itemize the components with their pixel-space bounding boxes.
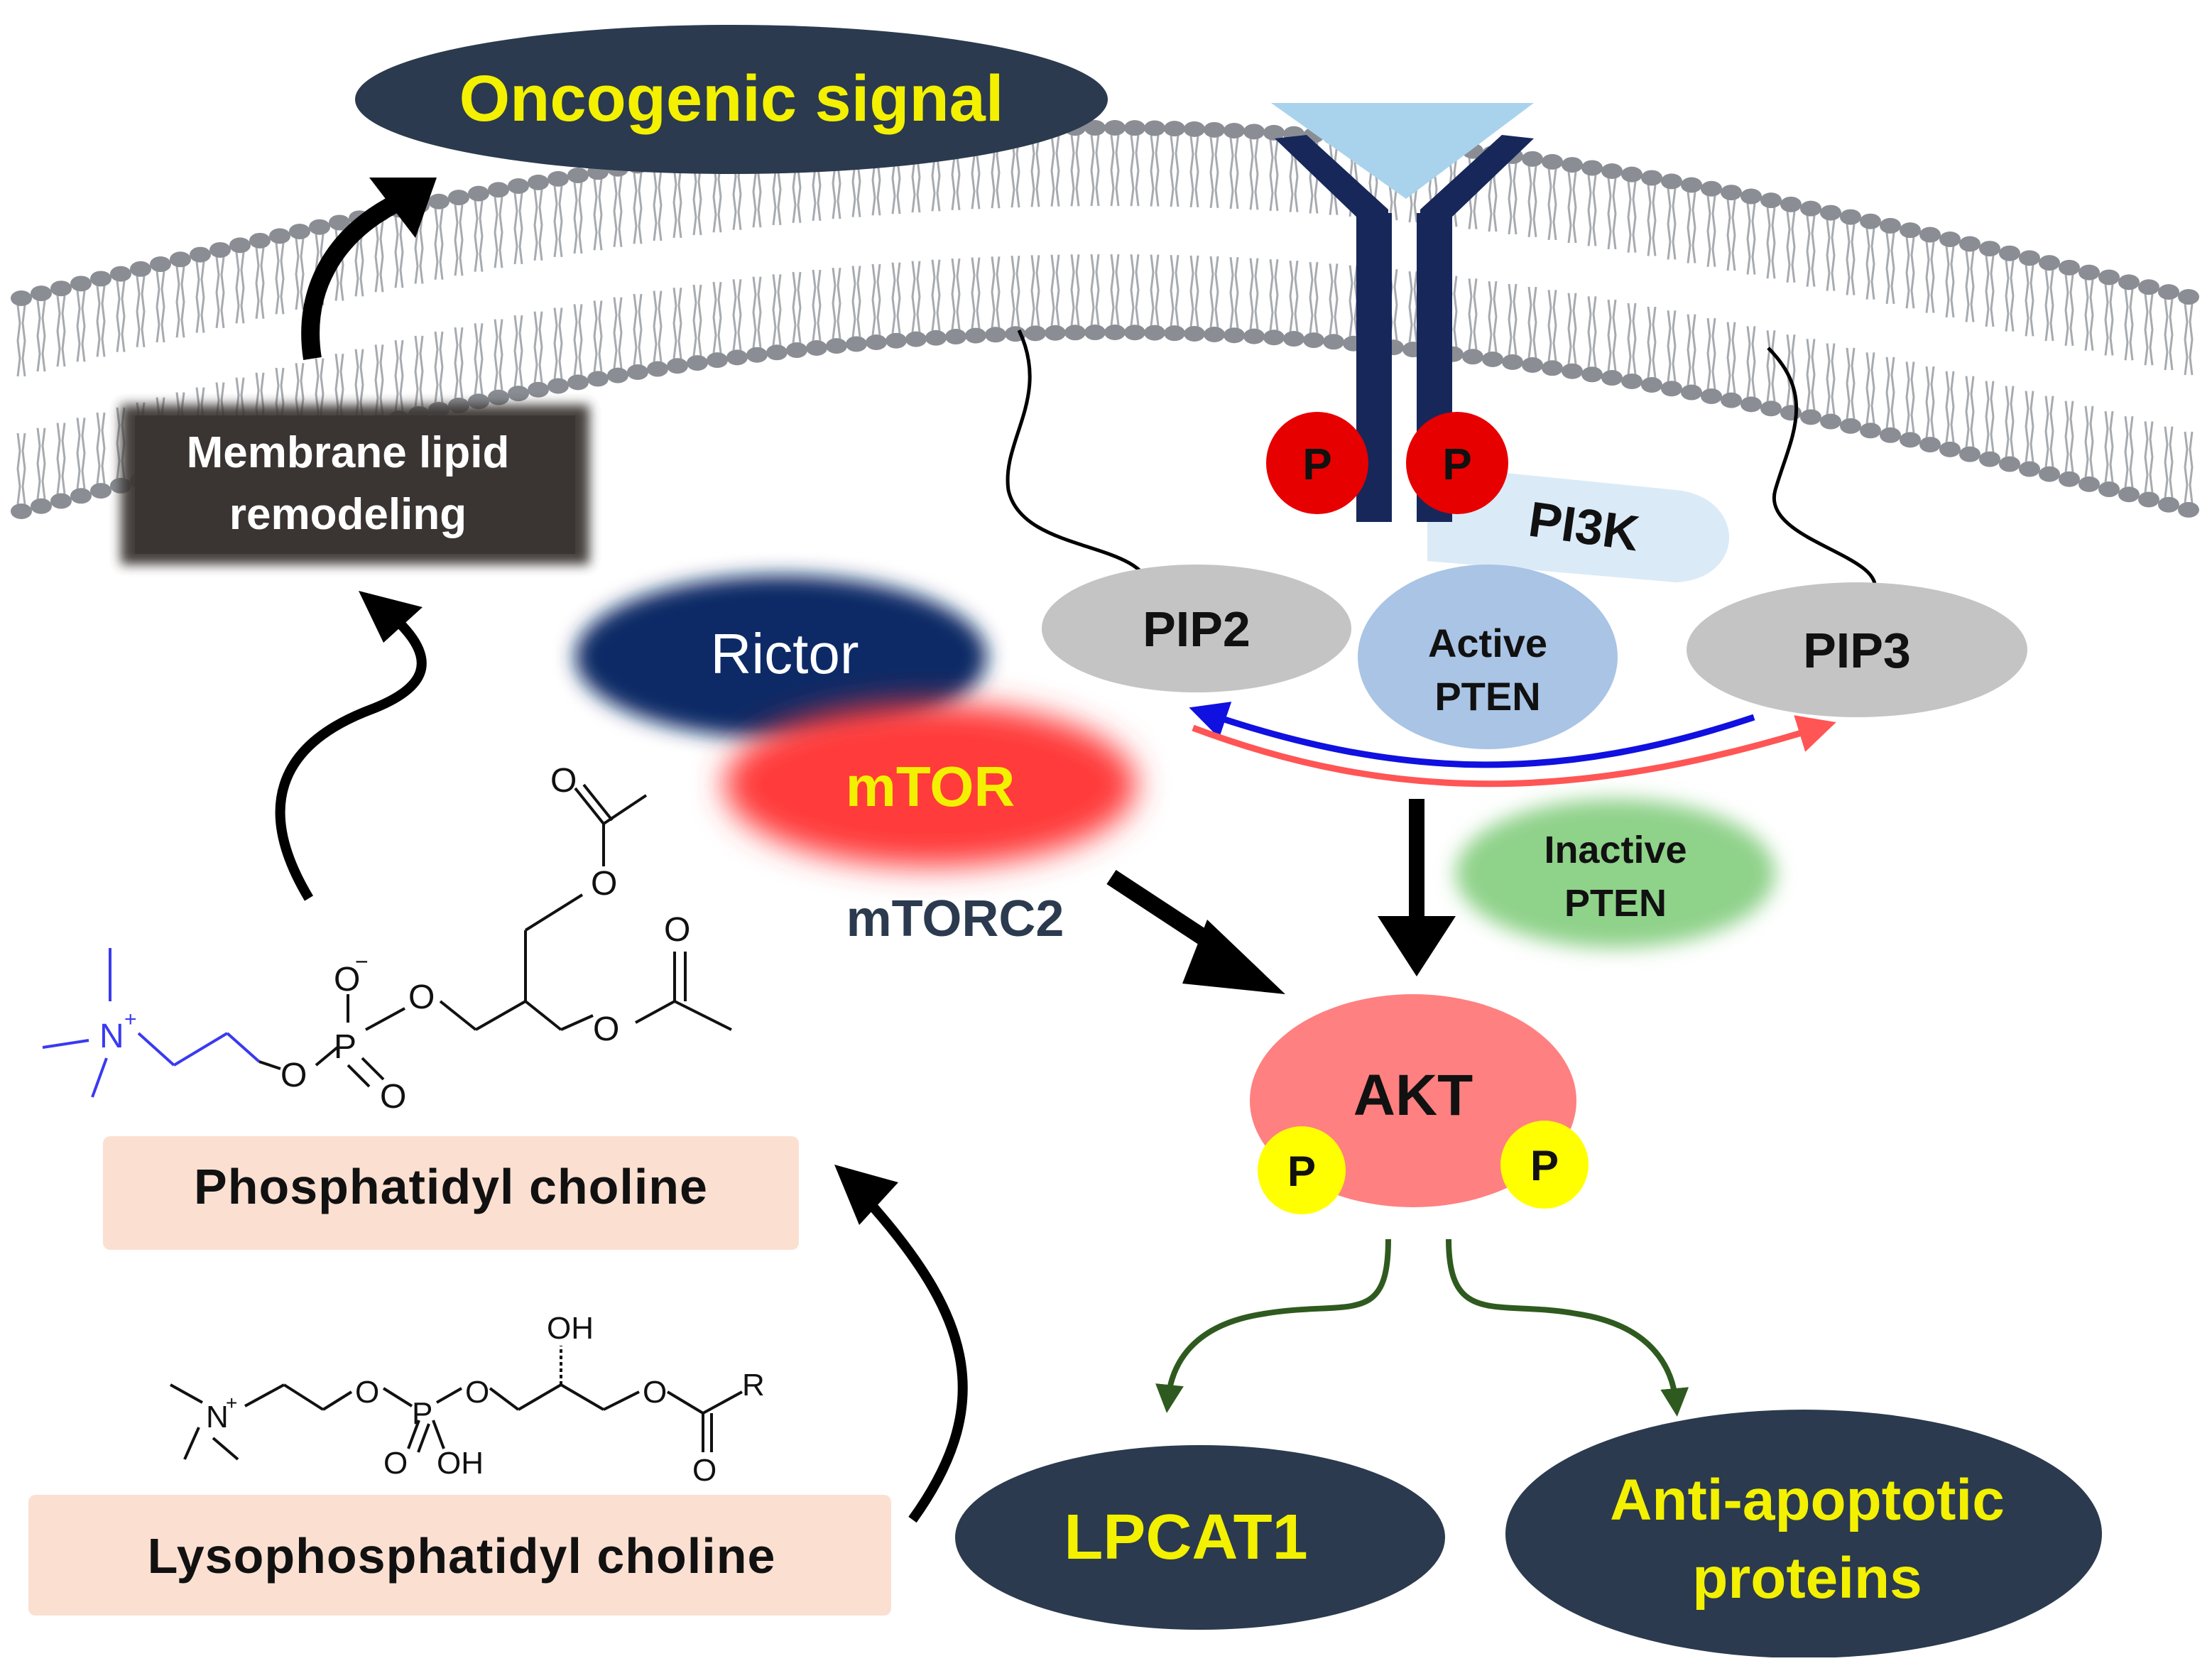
lpc-nitrogen: N — [206, 1400, 229, 1434]
pc-oxygen-sn2-carbonyl: O — [664, 911, 690, 949]
inactive-pten-node: Inactive PTEN — [1456, 799, 1775, 948]
oncogenic-signal-node: Oncogenic signal — [355, 25, 1108, 174]
lpc-oxygen-carbonyl: O — [692, 1453, 717, 1488]
phospho-label: P — [1442, 440, 1471, 489]
lpc-phosphorus: P — [412, 1396, 432, 1431]
akt-to-antiapoptotic-arrow — [1446, 1238, 1689, 1417]
oncogenic-signal-label: Oncogenic signal — [459, 62, 1004, 135]
mtor-label: mTOR — [846, 755, 1015, 818]
arrow-head-oncogenic — [369, 178, 437, 238]
lpc-oxygen-glycerol: O — [465, 1375, 489, 1410]
akt-phospho-left: P — [1258, 1126, 1346, 1214]
pip2-node: PIP2 — [1042, 565, 1351, 692]
membrane-lipid-label-line2: remodeling — [229, 490, 467, 539]
pc-nitrogen: N — [99, 1018, 124, 1055]
arrow-to-oncogenic-signal — [301, 194, 402, 361]
receptor-phospho-right: P — [1406, 412, 1508, 514]
akt-label: AKT — [1353, 1063, 1473, 1128]
phospho-label: P — [1530, 1142, 1559, 1189]
phosphatidyl-choline-label: Phosphatidyl choline — [194, 1159, 708, 1214]
pc-to-remodeling-arrow — [275, 614, 427, 901]
lpc-oxygen-acyl: O — [643, 1375, 667, 1410]
phospho-label: P — [1287, 1148, 1316, 1195]
pc-anion-charge: − — [355, 949, 369, 974]
lpc-charge: + — [226, 1392, 237, 1414]
inactive-pten-label-line1: Inactive — [1544, 829, 1687, 871]
pip2-to-pip3-arrow — [1192, 715, 1836, 788]
pip3-label: PIP3 — [1803, 623, 1911, 678]
active-pten-node: Active PTEN — [1358, 565, 1618, 749]
pip3-node: PIP3 — [1687, 582, 2027, 717]
lpc-r-group: R — [742, 1368, 765, 1403]
mtorc2-label: mTORC2 — [846, 891, 1064, 947]
pc-oxygen-double: O — [380, 1078, 406, 1116]
phosphatidyl-choline-structure: N + O P O − O O — [42, 762, 732, 1116]
anti-apoptotic-label-line2: proteins — [1692, 1546, 1922, 1611]
active-pten-label-line1: Active — [1428, 621, 1547, 665]
lpc-hydroxyl-glycerol: OH — [547, 1311, 594, 1346]
lysophosphatidyl-choline-box: Lysophosphatidyl choline — [28, 1495, 891, 1616]
lpc-oxygen-double: O — [383, 1446, 408, 1481]
membrane-lipid-remodeling-box: Membrane lipid remodeling — [121, 405, 589, 565]
anti-apoptotic-label-line1: Anti-apoptotic — [1610, 1468, 2005, 1532]
receptor-phospho-left: P — [1266, 412, 1368, 514]
pip3-to-pip2-arrow — [1189, 702, 1755, 768]
pi3k-to-akt-head — [1378, 916, 1456, 976]
pc-oxygen-sn1-carbonyl: O — [550, 762, 577, 800]
pip3-anchor-line — [1767, 347, 1877, 590]
active-pten-label-line2: PTEN — [1434, 674, 1540, 719]
akt-to-lpcat1-arrow — [1155, 1238, 1391, 1413]
pc-oxygen-sn2: O — [593, 1011, 619, 1048]
lpcat1-label: LPCAT1 — [1064, 1502, 1307, 1573]
rictor-node: Rictor — [575, 575, 987, 739]
pip2-anchor-line — [1006, 329, 1153, 590]
inactive-pten-label-line2: PTEN — [1564, 882, 1667, 925]
phosphatidyl-choline-box: Phosphatidyl choline — [103, 1136, 799, 1250]
lysophosphatidyl-choline-label: Lysophosphatidyl choline — [148, 1528, 776, 1584]
pip2-label: PIP2 — [1143, 601, 1251, 657]
phospho-label: P — [1302, 440, 1331, 489]
lpcat1-node: LPCAT1 — [955, 1445, 1445, 1630]
anti-apoptotic-node: Anti-apoptotic proteins — [1505, 1410, 2102, 1658]
pc-oxygen-anion: O — [334, 961, 360, 998]
lpc-hydroxyl-phosphate: OH — [437, 1446, 484, 1481]
lpc-oxygen-ester: O — [355, 1375, 379, 1410]
pc-charge: + — [124, 1008, 137, 1031]
rictor-label: Rictor — [711, 622, 859, 685]
mtorc2-to-akt-head — [1182, 920, 1285, 994]
pc-oxygen-glycerol: O — [408, 979, 435, 1016]
lpc-to-pc-arrow — [869, 1204, 968, 1523]
pc-to-remodeling-head — [359, 591, 423, 643]
lpc-to-pc-head — [834, 1165, 898, 1225]
pc-oxygen-ester: O — [280, 1057, 307, 1094]
pc-oxygen-sn1: O — [591, 865, 617, 903]
lysophosphatidyl-choline-structure: N + O P O OH O OH O O R — [170, 1311, 765, 1488]
pc-phosphorus: P — [334, 1028, 356, 1066]
membrane-lipid-label-line1: Membrane lipid — [187, 428, 510, 477]
mtor-node: mTOR — [724, 703, 1136, 866]
akt-phospho-right: P — [1500, 1121, 1589, 1209]
pi3k-node: PI3K — [1427, 465, 1729, 582]
